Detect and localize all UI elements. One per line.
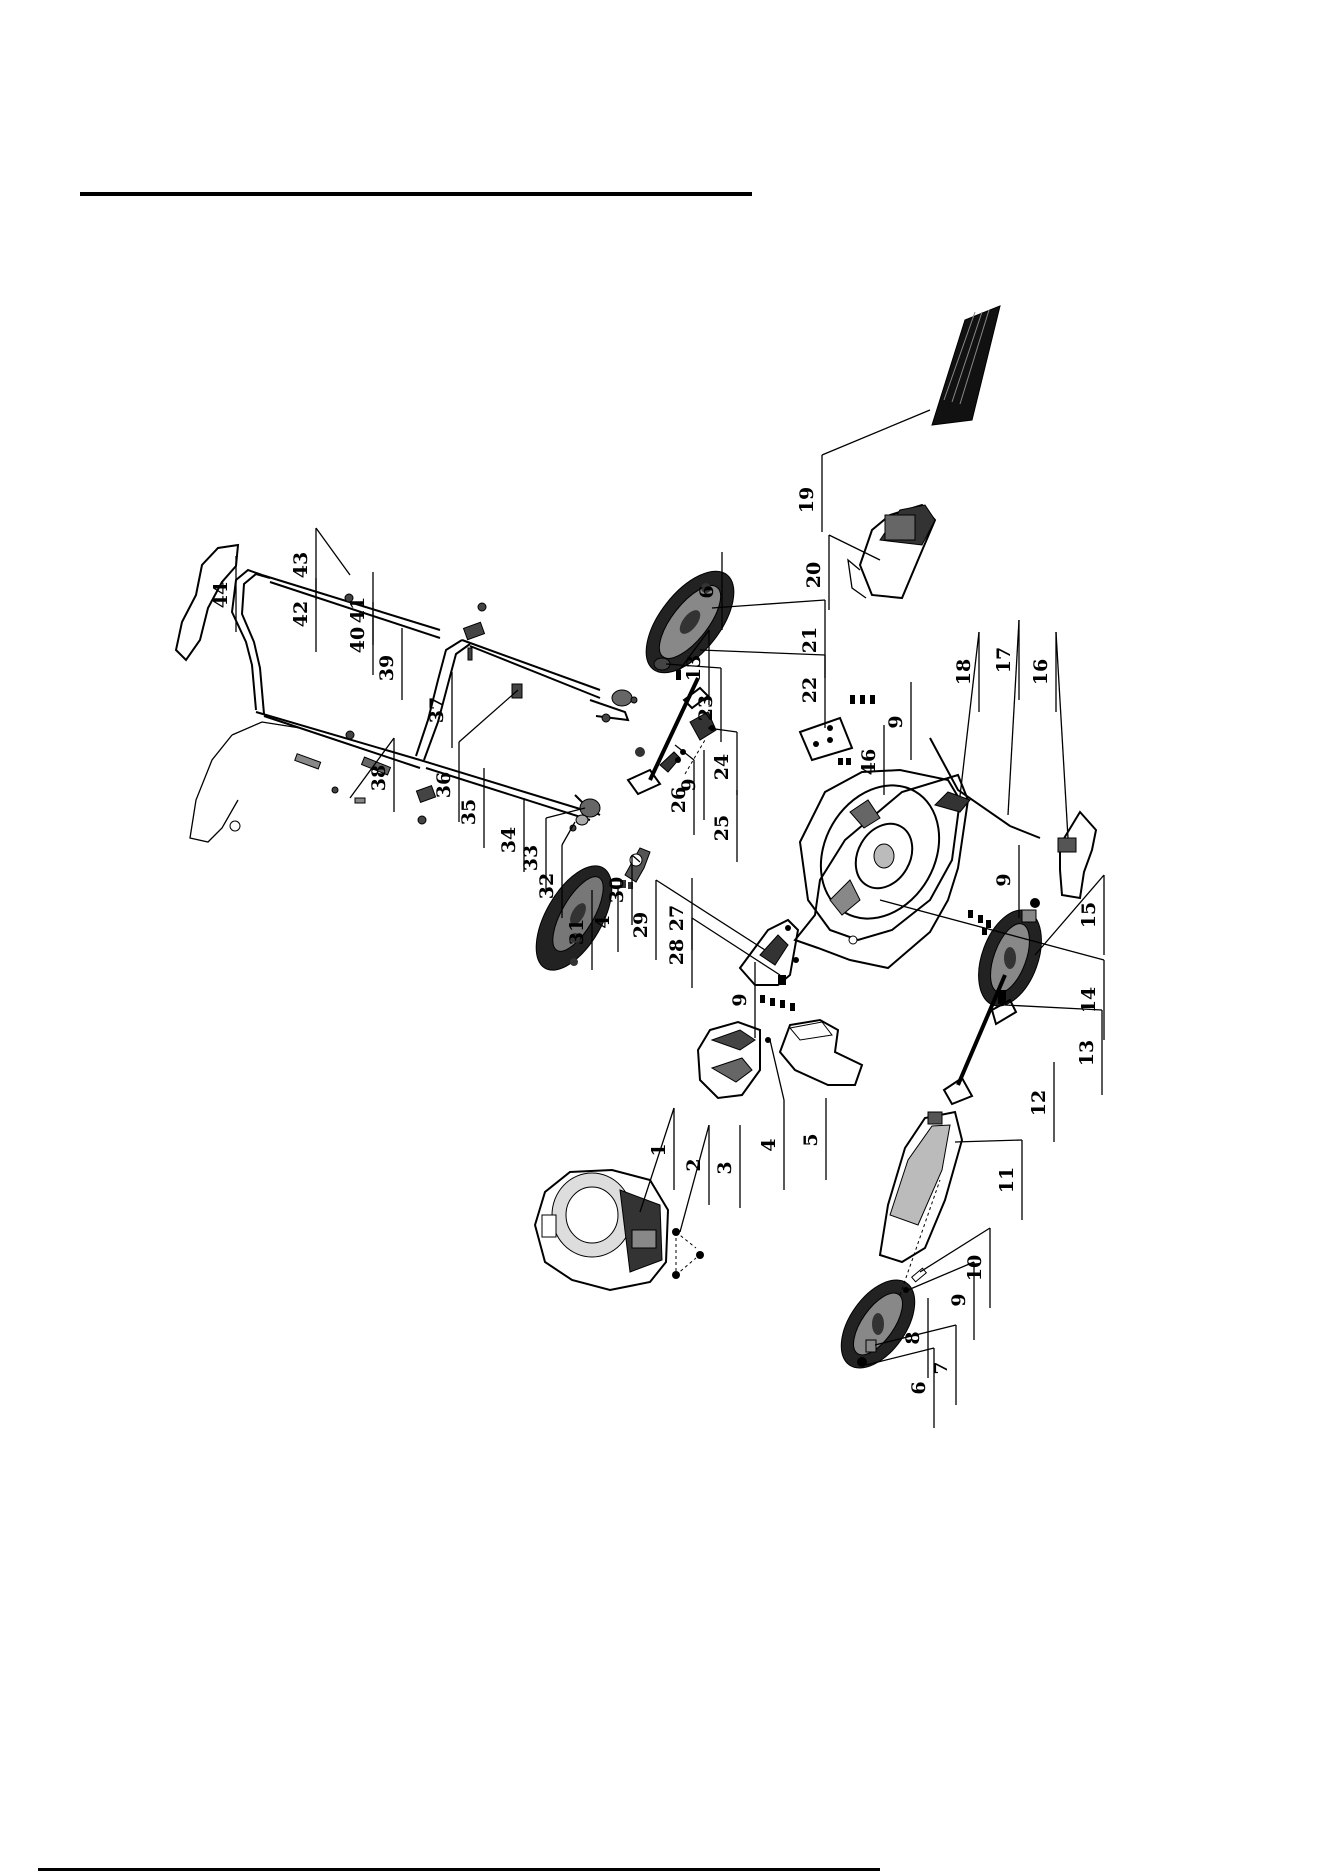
- part-label-p9e: 9: [678, 778, 700, 791]
- part-label-p12: 12: [1028, 1090, 1050, 1116]
- part-label-p19: 19: [796, 487, 818, 513]
- part-label-p42: 42: [290, 601, 312, 627]
- part-label-p9b: 9: [885, 715, 907, 728]
- part-label-p44: 44: [210, 582, 232, 608]
- rear-guard-rod: [930, 738, 1040, 838]
- part-label-p27: 27: [666, 905, 688, 931]
- leader-line-p43: [316, 528, 350, 575]
- side-chute: [765, 1020, 862, 1085]
- part-label-p7: 7: [930, 1361, 952, 1374]
- part-label-p22: 22: [799, 677, 821, 703]
- rear-flap: [848, 505, 935, 598]
- leader-line-p16: [1056, 632, 1068, 838]
- part-label-p39: 39: [376, 655, 398, 681]
- engine-cover: [698, 1022, 760, 1098]
- leader-line-p28: [692, 918, 780, 975]
- part-label-p9a: 9: [948, 1293, 970, 1306]
- part-label-p33: 33: [520, 845, 542, 871]
- upper-handle: [232, 570, 440, 768]
- part-label-p15: 15: [1078, 902, 1100, 928]
- leader-line-p11: [955, 1140, 1022, 1142]
- part-label-p9c: 9: [993, 873, 1015, 886]
- part-label-p36: 36: [433, 772, 455, 798]
- part-label-p18: 18: [953, 659, 975, 685]
- part-label-p38: 38: [368, 765, 390, 791]
- front-cover: [880, 1112, 962, 1262]
- part-label-p4b: 4: [592, 915, 614, 928]
- leader-line-p1: [640, 1108, 674, 1212]
- part-label-p30: 30: [606, 877, 628, 903]
- part-label-p14: 14: [1078, 987, 1100, 1013]
- mower-deck: [795, 764, 968, 968]
- part-label-p13b: 13: [683, 655, 705, 681]
- part-label-p5: 5: [800, 1133, 822, 1146]
- part-label-p20: 20: [803, 562, 825, 588]
- part-label-p29: 29: [630, 912, 652, 938]
- part-label-p23: 23: [695, 695, 717, 721]
- part-label-p35: 35: [458, 799, 480, 825]
- part-label-p4a: 4: [758, 1138, 780, 1151]
- part-label-p1: 1: [648, 1143, 670, 1156]
- part-label-p43: 43: [290, 552, 312, 578]
- grass-bag-grille: [932, 306, 1000, 425]
- part-label-p28: 28: [666, 939, 688, 965]
- part-label-p31: 31: [566, 919, 588, 945]
- part-label-p34: 34: [498, 827, 520, 853]
- cutting-blade: [1060, 812, 1096, 898]
- part-drawings: [176, 306, 1096, 1381]
- part-label-p46: 46: [858, 749, 880, 775]
- leader-line-p2: [680, 1125, 709, 1232]
- engine-bolts: [672, 1228, 704, 1279]
- part-label-p8: 8: [902, 1331, 924, 1344]
- part-label-p41: 41: [347, 597, 369, 623]
- leader-line-p19: [822, 410, 930, 455]
- part-label-p3: 3: [714, 1161, 736, 1174]
- part-label-p11: 11: [996, 1167, 1018, 1193]
- part-label-p32: 32: [536, 873, 558, 899]
- part-label-p16: 16: [1030, 659, 1052, 685]
- part-label-p40: 40: [347, 627, 369, 653]
- rear-axle: [628, 670, 716, 794]
- part-label-p2: 2: [683, 1158, 705, 1171]
- part-label-p17: 17: [993, 647, 1015, 673]
- part-label-p9d: 9: [729, 993, 751, 1006]
- leader-line-p18: [960, 632, 979, 796]
- front-axle: [944, 975, 1016, 1104]
- leader-line-p36: [459, 690, 518, 742]
- leader-line-p20: [829, 535, 880, 560]
- part-label-p37: 37: [426, 697, 448, 723]
- part-label-p6a: 6: [908, 1381, 930, 1394]
- part-label-p25: 25: [711, 815, 733, 841]
- part-label-p6b: 6: [696, 585, 718, 598]
- part-label-p10: 10: [964, 1255, 986, 1281]
- leader-line-p32: [562, 822, 575, 845]
- part-label-p24: 24: [711, 754, 733, 780]
- part-label-p13a: 13: [1076, 1040, 1098, 1066]
- part-label-p21: 21: [799, 627, 821, 653]
